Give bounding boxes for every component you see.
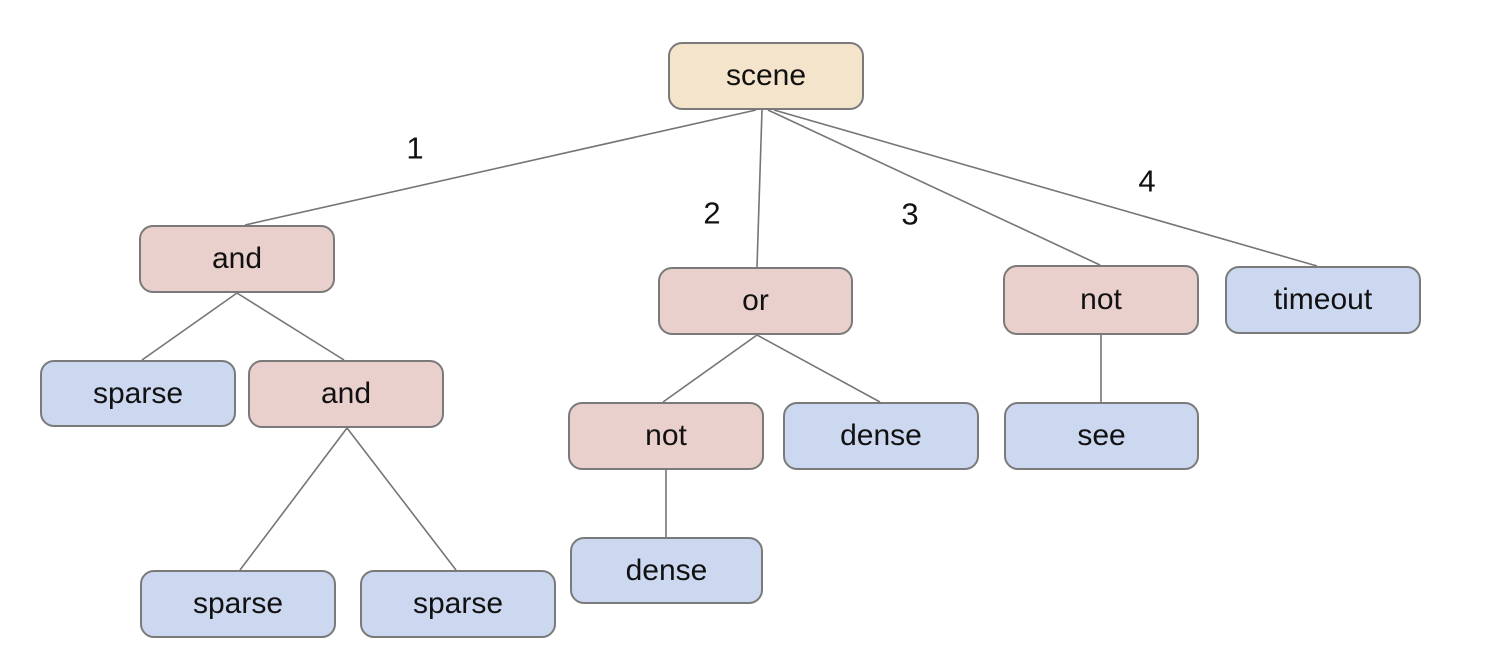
edge-and-1-and-2 (236, 292, 345, 361)
edge-label-3: 3 (901, 196, 919, 232)
edge-scene-and-1 (244, 109, 757, 226)
edge-and-2-sparse-2 (239, 427, 348, 571)
edge-label-2: 2 (703, 195, 721, 231)
node-not-1: not (1003, 265, 1199, 335)
edge-and-1-sparse-1 (141, 292, 238, 361)
edge-scene-not-1 (767, 109, 1101, 266)
node-sparse-2: sparse (140, 570, 336, 638)
edge-or-1-not-2 (662, 334, 758, 403)
node-and-2: and (248, 360, 444, 428)
edge-or-1-dense-1 (756, 334, 881, 403)
node-sparse-1: sparse (40, 360, 236, 427)
edge-scene-or-1 (756, 109, 763, 268)
edge-and-2-sparse-3 (346, 427, 457, 571)
edge-label-1: 1 (406, 130, 424, 166)
node-timeout-1: timeout (1225, 266, 1421, 334)
node-see-1: see (1004, 402, 1199, 470)
node-not-2: not (568, 402, 764, 470)
node-dense-2: dense (570, 537, 763, 604)
edge-label-4: 4 (1138, 163, 1156, 199)
node-or-1: or (658, 267, 853, 335)
node-dense-1: dense (783, 402, 979, 470)
edge-scene-timeout-1 (773, 109, 1318, 267)
node-sparse-3: sparse (360, 570, 556, 638)
node-scene: scene (668, 42, 864, 110)
node-and-1: and (139, 225, 335, 293)
